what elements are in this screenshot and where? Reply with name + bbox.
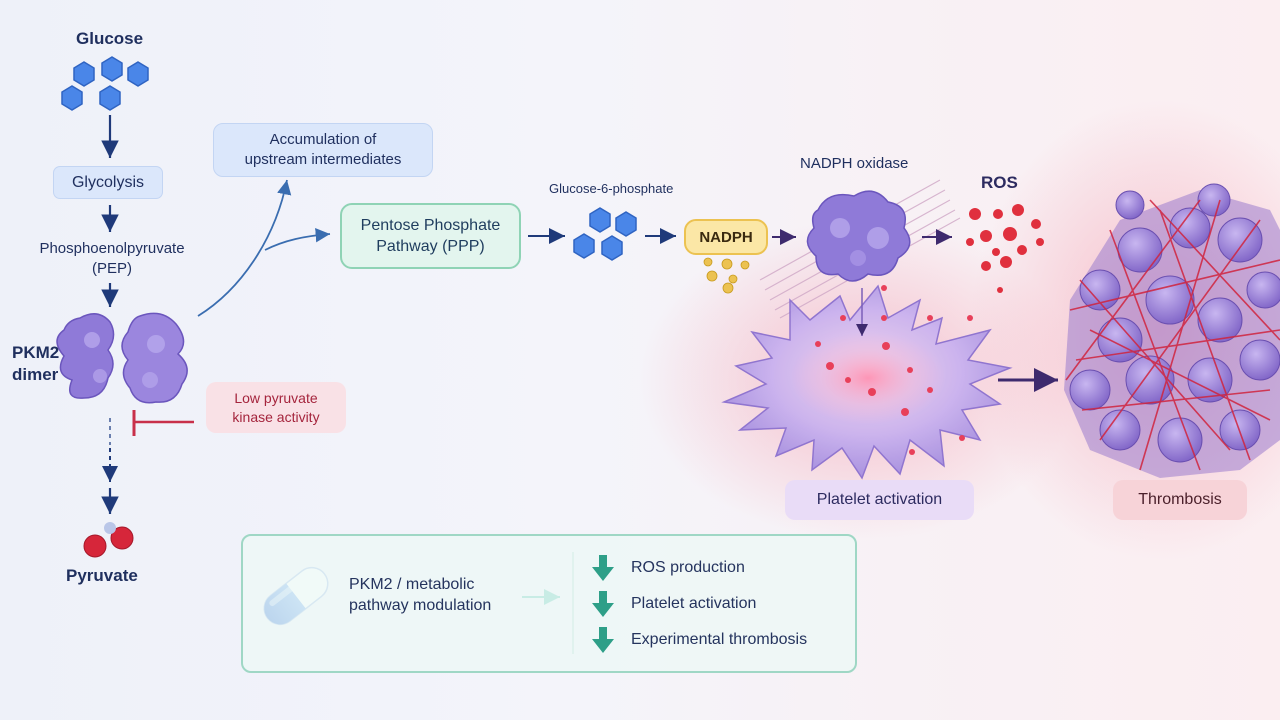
low-pk-line1: Low pyruvate [234,389,318,406]
low-pk-line2: kinase activity [232,408,320,425]
pkm2-dimer-icon [56,312,188,404]
ros-particles [966,204,1044,293]
accumulation-line2: upstream intermediates [244,151,402,168]
glucose-label: Glucose [76,29,144,48]
nadph-particles [703,257,750,294]
intervention-line1: PKM2 / metabolic [349,576,475,593]
thrombosis-box: Thrombosis [1113,480,1247,520]
accumulation-line1: Accumulation of [269,131,377,148]
nadph-label: NADPH [699,228,753,246]
down-arrow-icon [592,555,614,581]
intervention-label: PKM2 / metabolic pathway modulation [349,574,491,616]
g6p-molecule-icon [573,207,637,261]
platelet-icon [721,284,1013,480]
thrombosis-label: Thrombosis [1138,491,1222,508]
pyruvate-molecule-icon [83,522,134,558]
pep-label: Phosphoenolpyruvate (PEP) [28,239,196,279]
low-pk-activity-box: Low pyruvate kinase activity [206,382,346,433]
nadph-oxidase-icon [806,190,911,282]
thrombus-icon [1064,183,1280,478]
platelet-activation-label: Platelet activation [816,491,943,508]
pep-label-line2: (PEP) [91,260,132,277]
nadph-box: NADPH [684,219,768,255]
platelet-ros-particles [815,285,973,455]
glycolysis-box: Glycolysis [53,166,163,199]
g6p-label: Glucose-6-phosphate [549,181,674,196]
pkm2-label: PKM2 dimer [12,342,59,386]
inhibition-bar-icon [132,410,194,436]
arrow-to-accumulation [197,179,292,317]
ppp-line1: Pentose Phosphate [360,217,501,234]
accumulation-box: Accumulation of upstream intermediates [213,123,433,177]
intervention-line2: pathway modulation [349,597,492,614]
pkm2-label-line2: dimer [12,365,59,384]
pkm2-label-line1: PKM2 [12,343,60,362]
platelet-activation-box: Platelet activation [785,480,974,520]
ros-label: ROS [981,173,1018,192]
ppp-box: Pentose Phosphate Pathway (PPP) [340,203,521,269]
effect-ros-production: ROS production [631,559,745,576]
nadph-oxidase-label: NADPH oxidase [800,155,909,172]
pep-label-line1: Phosphoenolpyruvate [39,240,185,257]
down-arrow-icon [592,591,614,617]
ppp-line2: Pathway (PPP) [376,238,485,255]
glycolysis-label: Glycolysis [71,173,144,191]
arrow-to-ppp [264,227,331,251]
glucose-molecule-icon [61,56,149,111]
down-arrow-icon [592,627,614,653]
pyruvate-label: Pyruvate [66,566,138,585]
effect-platelet-activation: Platelet activation [631,595,757,612]
intervention-legend [241,534,857,673]
effect-experimental-thrombosis: Experimental thrombosis [631,631,808,648]
